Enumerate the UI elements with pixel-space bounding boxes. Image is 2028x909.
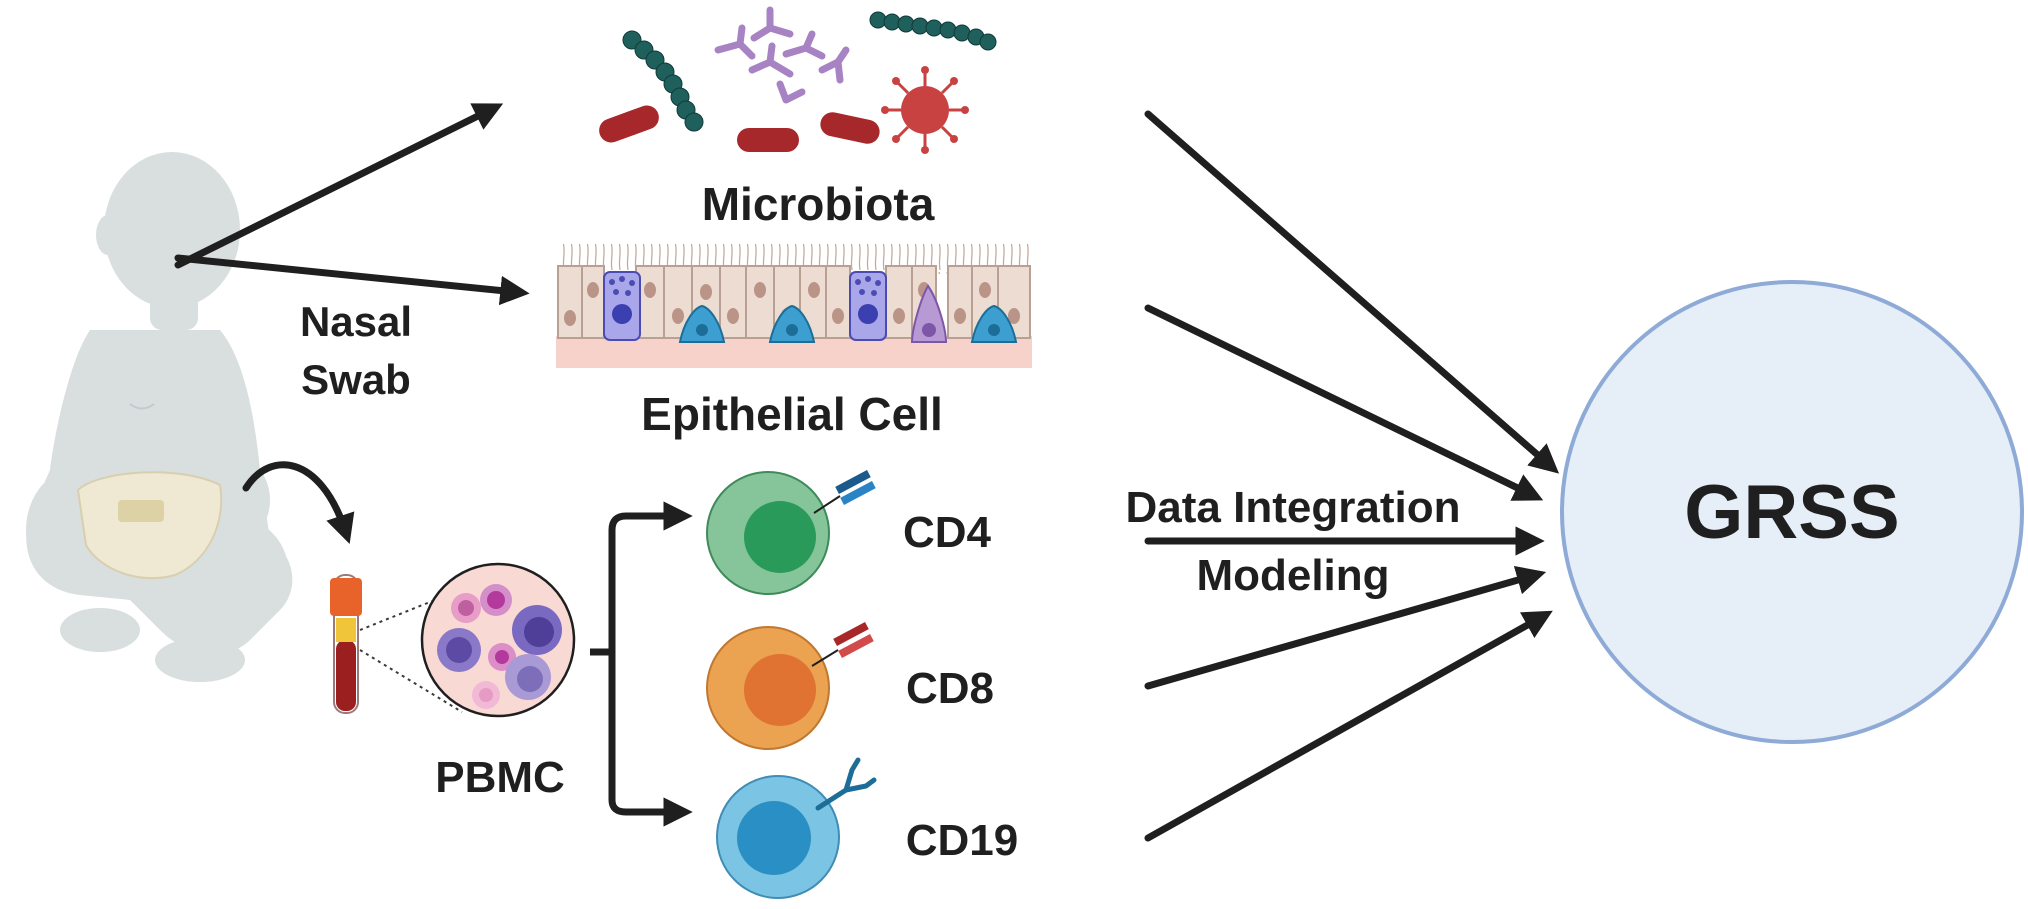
modeling-label: Modeling	[1196, 551, 1389, 600]
cd19-label: CD19	[906, 816, 1019, 865]
zoom-lines	[359, 589, 463, 713]
pbmc-branch-arrows	[590, 501, 693, 827]
grss-label: GRSS	[1684, 470, 1899, 555]
integration-arrows	[1144, 110, 1560, 842]
blood-draw-arrow	[242, 461, 355, 544]
cd8-label: CD8	[906, 664, 994, 713]
nasal-swab-label-line1: Nasal	[300, 298, 412, 345]
cd4-label: CD4	[903, 508, 992, 557]
pbmc-icon	[420, 562, 576, 718]
nasal-swab-label-line2: Swab	[301, 356, 411, 403]
data-integration-label: Data Integration	[1126, 483, 1461, 532]
grss-circle	[1560, 280, 2024, 744]
cd19-cell-icon	[716, 757, 877, 899]
microbiota-label: Microbiota	[702, 178, 935, 230]
cd4-cell-icon	[706, 470, 876, 595]
pbmc-label: PBMC	[435, 753, 565, 802]
epithelial-cell-icon	[556, 244, 1032, 368]
epithelial-cell-label: Epithelial Cell	[641, 388, 943, 440]
cd8-cell-icon	[706, 622, 874, 750]
microbiota-icon	[599, 6, 997, 154]
infant-icon	[26, 152, 293, 682]
blood-tube-icon	[330, 574, 362, 714]
nasal-swab-arrows	[174, 103, 530, 306]
